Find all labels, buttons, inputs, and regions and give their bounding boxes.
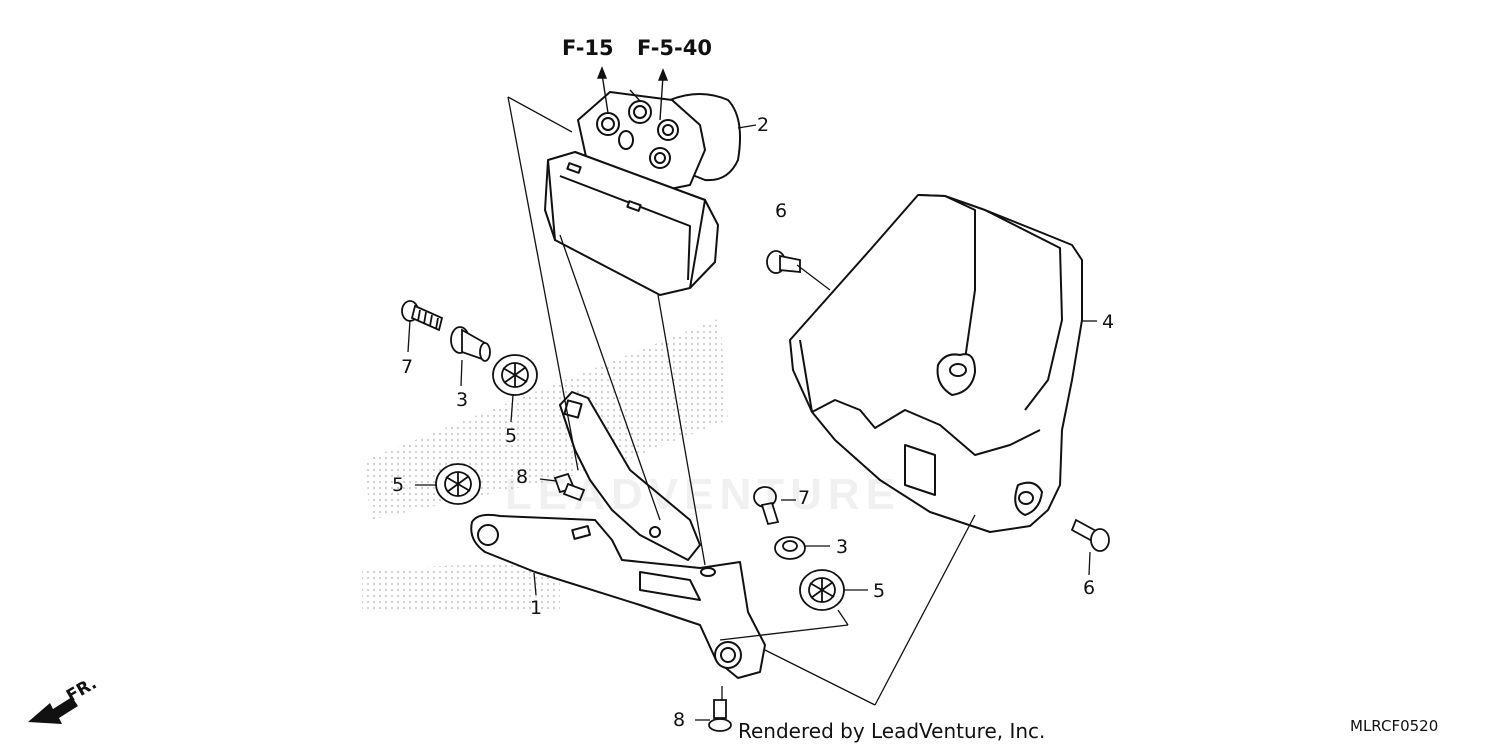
callout-7-right[interactable]: 7 [798,487,811,509]
flange-bolt-6-upper[interactable] [766,250,801,274]
rubber-grommet-5-upper[interactable] [492,354,538,396]
dotted-watermark-shape [362,560,560,612]
callout-8-upper[interactable]: 8 [516,466,529,488]
callout-5-right[interactable]: 5 [873,580,886,602]
flange-bolt-8-bottom[interactable] [708,699,732,732]
callout-3-right[interactable]: 3 [836,536,849,558]
abs-cover[interactable] [789,194,1083,533]
callout-5-upper[interactable]: 5 [505,425,518,447]
callout-2[interactable]: 2 [757,114,770,136]
abs-modulator-unit[interactable] [544,91,741,296]
reference-f15[interactable]: F-15 [562,36,614,60]
rubber-grommet-5-left[interactable] [435,463,481,505]
callout-5-left[interactable]: 5 [392,474,405,496]
rubber-grommet-5-right[interactable] [799,569,845,611]
flange-bolt-7-left[interactable] [401,300,444,332]
pipe-direction-arrows [596,66,669,121]
callout-6-right[interactable]: 6 [1083,577,1096,599]
callout-6-upper[interactable]: 6 [775,200,788,222]
leader-lines [407,96,1097,721]
diagram-code: MLRCF0520 [1350,717,1439,735]
collar-3-left[interactable] [450,326,491,362]
callout-3-left[interactable]: 3 [456,389,469,411]
collar-3-right[interactable] [774,536,806,560]
flange-bolt-7-right[interactable] [753,486,780,526]
watermark-text: LEADVENTURE [505,470,902,519]
callout-4[interactable]: 4 [1102,311,1115,333]
reference-f5-40[interactable]: F-5-40 [637,36,712,60]
front-direction-arrow [28,697,78,724]
flange-bolt-8-upper[interactable] [553,472,586,502]
abs-mounting-bracket[interactable] [470,391,766,679]
render-credit: Rendered by LeadVenture, Inc. [738,719,1046,743]
flange-bolt-6-right[interactable] [1070,518,1110,552]
callout-7-left[interactable]: 7 [401,356,414,378]
callout-8-bottom[interactable]: 8 [673,709,686,731]
callout-1[interactable]: 1 [530,597,543,619]
